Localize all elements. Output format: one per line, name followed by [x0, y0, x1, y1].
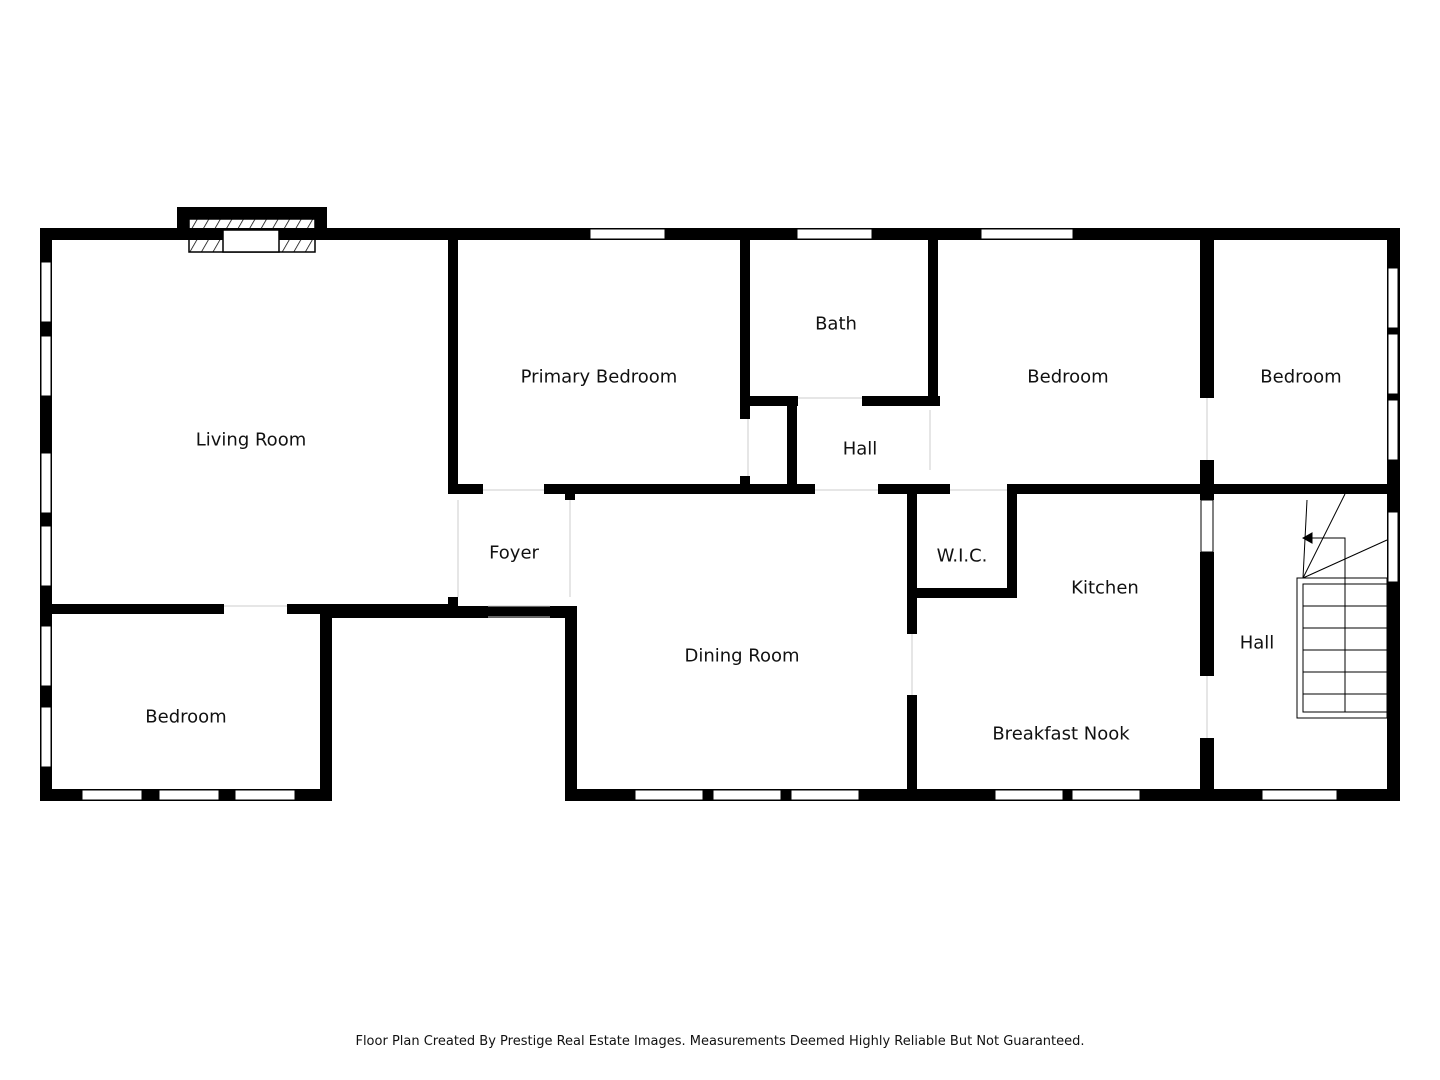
- room-label-bedroom-right: Bedroom: [1260, 366, 1342, 388]
- room-label-bedroom-left: Bedroom: [145, 706, 227, 728]
- room-label-breakfast-nook: Breakfast Nook: [992, 723, 1130, 745]
- room-label-bath: Bath: [815, 313, 857, 335]
- room-label-foyer: Foyer: [489, 542, 539, 564]
- chimney-right: [315, 207, 327, 240]
- room-label-hall-right: Hall: [1239, 632, 1275, 654]
- room-label-kitchen: Kitchen: [1071, 577, 1139, 599]
- room-label-wic: W.I.C.: [936, 545, 988, 567]
- disclaimer-footer: Floor Plan Created By Prestige Real Esta…: [355, 1034, 1085, 1049]
- room-label-bedroom-top: Bedroom: [1027, 366, 1109, 388]
- wall-bedroom-right-side: [320, 606, 332, 801]
- room-label-hall-center: Hall: [842, 438, 878, 460]
- staircase: [1296, 493, 1388, 719]
- room-label-dining-room: Dining Room: [684, 645, 800, 667]
- room-label-primary-bedroom: Primary Bedroom: [520, 366, 678, 388]
- exterior-walls: [40, 207, 1400, 801]
- chimney-top: [177, 207, 327, 219]
- room-label-living-room: Living Room: [195, 429, 307, 451]
- interior-walls: [52, 236, 1396, 798]
- chimney-left: [177, 207, 189, 240]
- wall-dining-left: [565, 606, 577, 801]
- fireplace: [188, 218, 316, 253]
- windows: [40, 228, 1399, 801]
- door-openings: [224, 397, 1208, 738]
